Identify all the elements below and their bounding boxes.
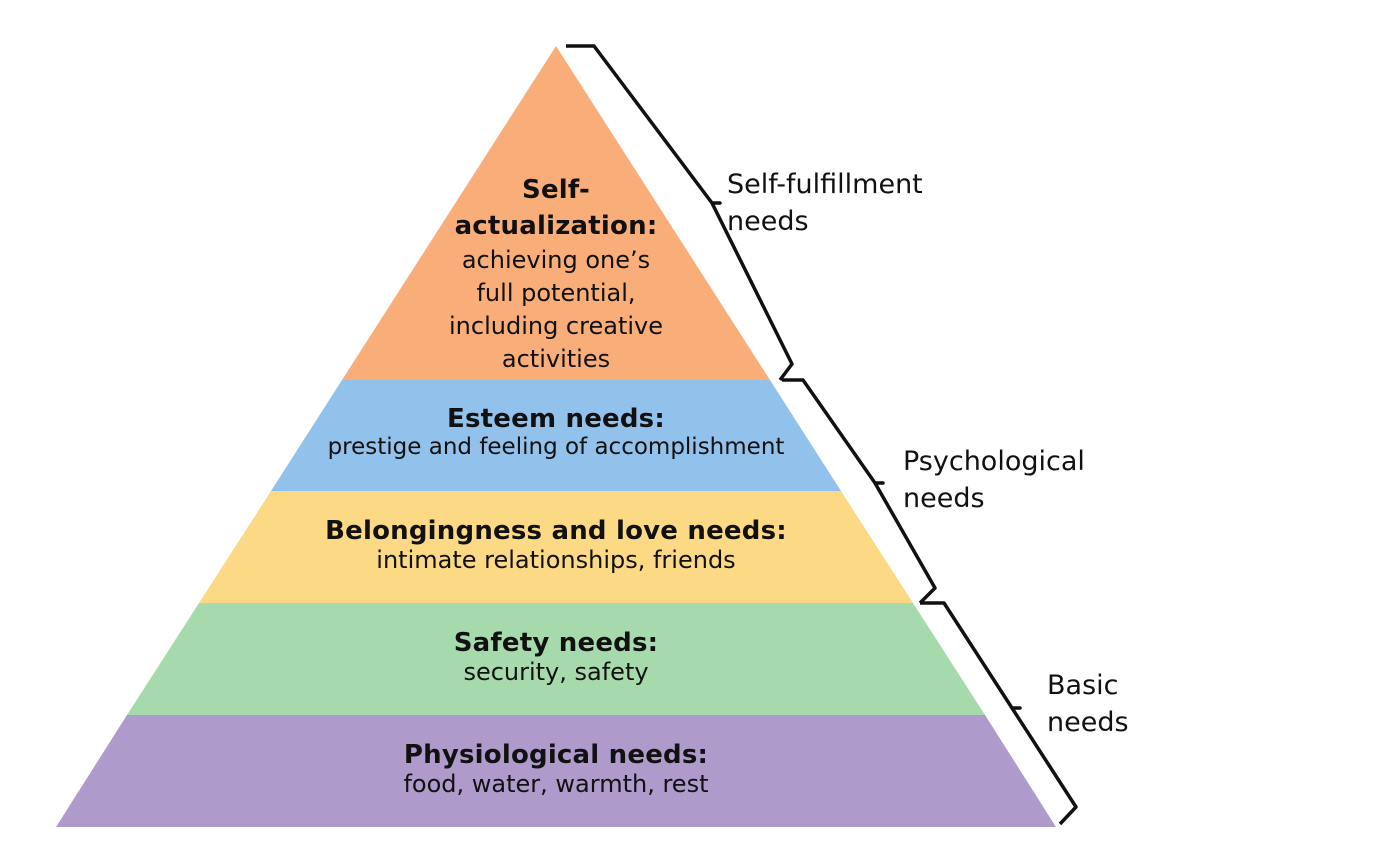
tier-belongingness-band xyxy=(199,491,913,603)
tier-safety-label: Safety needs: security, safety xyxy=(356,628,756,686)
bracket-psychological xyxy=(782,378,937,605)
tier-physiological-title: Physiological needs: xyxy=(403,740,709,770)
group-basic-label: Basic needs xyxy=(1047,670,1129,738)
tier-esteem-band xyxy=(271,380,841,491)
tier-self-actualization-band xyxy=(342,46,770,380)
tier-belongingness-title: Belongingness and love needs: xyxy=(325,516,787,546)
group-psychological-label: Psychological needs xyxy=(903,446,1085,514)
tier-belongingness-desc: intimate relationships, friends xyxy=(376,546,736,575)
bracket-self-fulfillment xyxy=(566,44,794,382)
tier-physiological-desc: food, water, warmth, rest xyxy=(403,770,709,799)
tier-self-actualization-title: Self- actualization: xyxy=(454,175,658,241)
group-self-fulfillment-label: Self-fulfillment needs xyxy=(727,169,923,237)
tier-belongingness-label: Belongingness and love needs: intimate r… xyxy=(256,516,856,574)
bracket-basic xyxy=(920,601,1078,826)
tier-physiological-label: Physiological needs: food, water, warmth… xyxy=(306,740,806,798)
tier-esteem-desc: prestige and feeling of accomplishment xyxy=(327,434,785,461)
tier-self-actualization-label: Self- actualization: achieving one’s ful… xyxy=(406,172,706,376)
tier-safety-title: Safety needs: xyxy=(453,628,659,658)
tier-physiological-band xyxy=(56,715,1056,827)
tier-esteem-label: Esteem needs: prestige and feeling of ac… xyxy=(286,404,826,461)
tier-safety-desc: security, safety xyxy=(463,658,649,687)
tier-self-actualization-desc: achieving one’s full potential, includin… xyxy=(449,246,663,373)
tier-safety-band xyxy=(127,603,985,715)
tier-esteem-title: Esteem needs: xyxy=(447,404,665,434)
